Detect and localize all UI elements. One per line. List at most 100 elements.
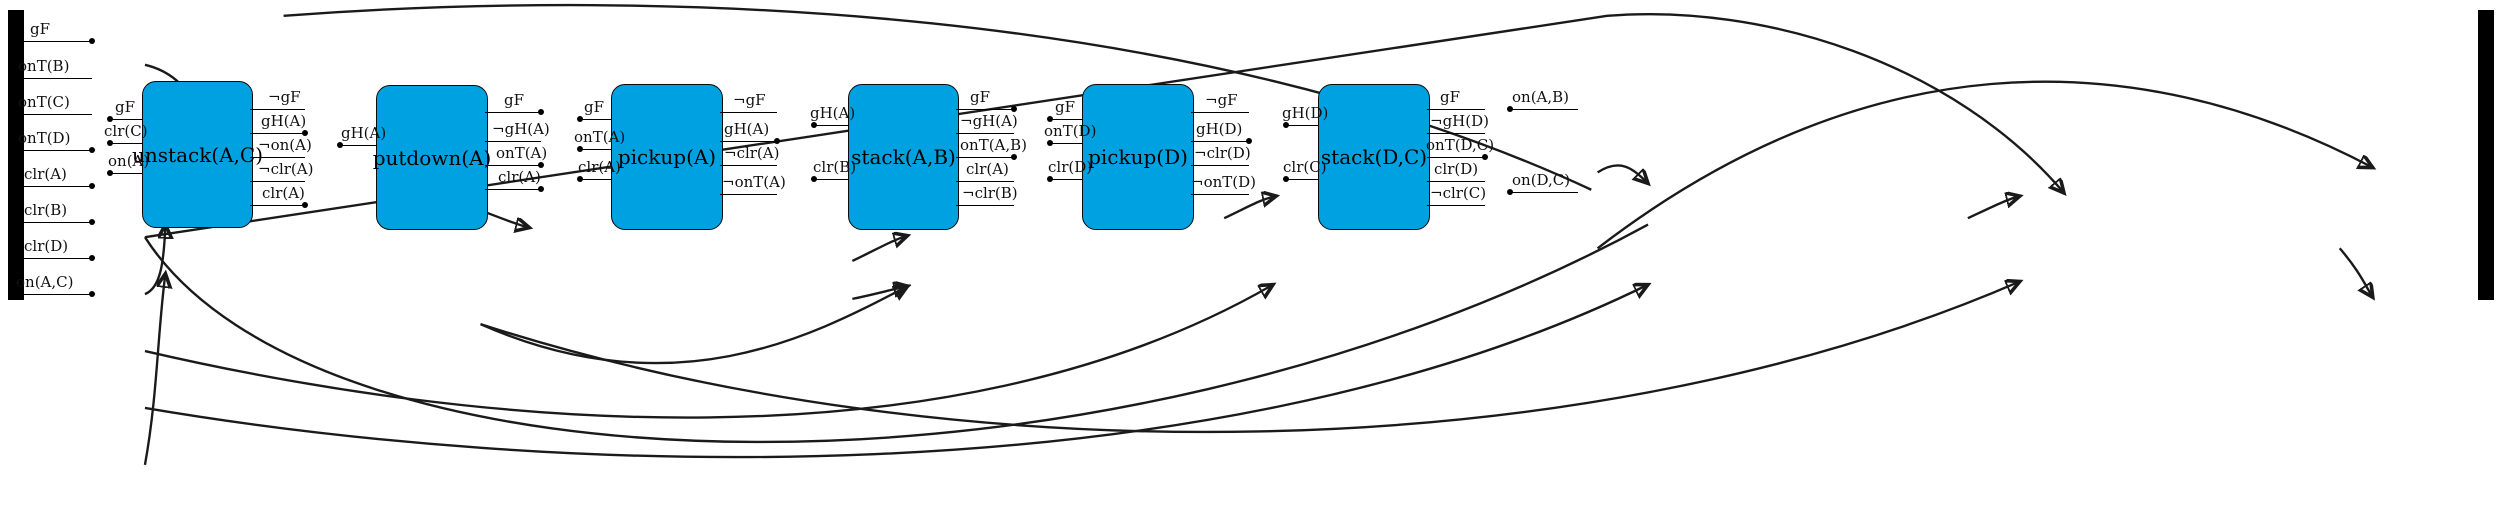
- edge-stackab-onab-goal: [1596, 80, 2373, 250]
- unstack-out-dot-1: [302, 130, 308, 136]
- unstack-in-port-0: [110, 119, 143, 120]
- unstack-out-label-1: gH(A): [261, 112, 307, 130]
- edge-long-ontd: [144, 12, 2064, 239]
- action-node-stack-ab[interactable]: stack(A,B): [848, 84, 959, 230]
- putdown-out-port-3: [485, 189, 541, 190]
- edge-pickupd-ghd-stackdc: [1967, 196, 2020, 220]
- stackdc-out-label-0: gF: [1440, 88, 1461, 106]
- putdown-in-label-0: gH(A): [341, 124, 387, 142]
- putdown-in-dot-0: [337, 142, 343, 148]
- stackab-out-dot-0: [1011, 106, 1017, 112]
- action-label-stack-ab: stack(A,B): [851, 145, 956, 169]
- unstack-in-dot-2: [107, 170, 113, 176]
- edge-putdown-onta-pickupa: [851, 236, 907, 262]
- action-node-pickup-a[interactable]: pickup(A): [611, 84, 723, 230]
- init-port-2: [24, 114, 92, 115]
- edge-putdown-clra-pickupa: [852, 286, 907, 301]
- stackab-in-port-1: [814, 179, 849, 180]
- pickupd-out-label-3: ¬onT(D): [1191, 173, 1256, 191]
- pickupa-in-dot-1: [577, 146, 583, 152]
- stackdc-out-label-2: onT(D,C): [1426, 136, 1495, 154]
- stackdc-out-label-4: ¬clr(C): [1430, 184, 1487, 202]
- pickupd-out-dot-1: [1246, 138, 1252, 144]
- unstack-out-port-3: [250, 181, 305, 182]
- pickupd-out-label-2: ¬clr(D): [1194, 144, 1251, 162]
- stackab-out-port-3: [956, 181, 1014, 182]
- stackdc-out-label-1: ¬gH(D): [1430, 112, 1489, 130]
- action-node-pickup-d[interactable]: pickup(D): [1082, 84, 1194, 230]
- putdown-out-label-1: ¬gH(A): [492, 120, 550, 138]
- pickupa-out-label-1: gH(A): [724, 120, 770, 138]
- pickupd-in-port-2: [1050, 179, 1083, 180]
- unstack-in-label-2: on(A): [108, 152, 150, 170]
- action-node-unstack[interactable]: unstack(A,C): [132, 81, 263, 228]
- action-node-stack-dc[interactable]: stack(D,C): [1318, 84, 1430, 230]
- action-node-putdown[interactable]: putdown(A): [373, 85, 491, 230]
- stackab-out-label-4: ¬clr(B): [962, 184, 1018, 202]
- stackdc-out-port-2: [1427, 157, 1485, 158]
- pickupa-in-port-2: [580, 179, 612, 180]
- init-port-6: [24, 258, 92, 259]
- unstack-in-port-2: [110, 173, 143, 174]
- init-dot-7: [89, 291, 95, 297]
- pickupd-out-port-3: [1191, 194, 1249, 195]
- stackdc-out-label-3: clr(D): [1434, 160, 1479, 178]
- edge-pickupa-gha-stackab: [1223, 196, 1276, 220]
- stackab-out-label-3: clr(A): [966, 160, 1009, 178]
- pickupa-out-dot-1: [774, 138, 780, 144]
- unstack-in-port-1: [110, 143, 143, 144]
- edge-init-onac-unstack: [143, 274, 165, 466]
- init-label-5: clr(B): [24, 201, 68, 219]
- stackab-in-dot-1: [811, 176, 817, 182]
- edge-init-clrb-stackab: [144, 285, 1273, 419]
- unstack-out-label-2: ¬on(A): [258, 136, 312, 154]
- init-port-0: [24, 41, 92, 42]
- pickupd-in-dot-0: [1047, 116, 1053, 122]
- pickupa-out-port-1: [720, 141, 777, 142]
- stackab-in-label-0: gH(A): [810, 104, 856, 122]
- init-port-3: [24, 150, 92, 151]
- pickupa-in-dot-2: [577, 176, 583, 182]
- stackdc-out-port-1: [1427, 133, 1485, 134]
- putdown-out-port-1: [485, 141, 541, 142]
- unstack-out-port-2: [250, 157, 305, 158]
- pickupd-in-port-0: [1050, 119, 1083, 120]
- init-label-6: clr(D): [24, 237, 69, 255]
- init-dot-0: [89, 38, 95, 44]
- putdown-out-port-0: [485, 112, 541, 113]
- init-label-1: onT(B): [18, 57, 70, 75]
- goal-port-1: [1510, 192, 1578, 193]
- unstack-in-label-0: gF: [115, 98, 136, 116]
- stackdc-out-port-3: [1427, 181, 1485, 182]
- unstack-out-port-4: [250, 205, 305, 206]
- putdown-out-label-2: onT(A): [496, 144, 548, 162]
- init-label-0: gF: [30, 20, 51, 38]
- init-label-7: on(A,C): [16, 273, 74, 291]
- pickupa-out-port-3: [720, 194, 777, 195]
- unstack-out-dot-4: [302, 202, 308, 208]
- unstack-in-dot-0: [107, 116, 113, 122]
- goal-state-bar: [2478, 10, 2494, 300]
- goal-label-0: on(A,B): [1512, 88, 1570, 106]
- stackab-out-label-2: onT(A,B): [960, 136, 1028, 154]
- pickupd-in-label-2: clr(D): [1048, 158, 1093, 176]
- pickupa-in-port-0: [580, 119, 612, 120]
- pickupa-out-port-2: [720, 165, 777, 166]
- edge-init-clrd-pickupd: [144, 285, 1648, 459]
- putdown-out-label-3: clr(A): [498, 168, 541, 186]
- unstack-in-dot-1: [107, 140, 113, 146]
- pickupd-in-label-0: gF: [1055, 98, 1076, 116]
- stackdc-in-label-1: clr(C): [1283, 158, 1327, 176]
- stackdc-in-port-1: [1286, 179, 1319, 180]
- stackab-out-label-1: ¬gH(A): [960, 112, 1018, 130]
- unstack-out-label-0: ¬gF: [268, 88, 301, 106]
- action-label-pickup-a: pickup(A): [617, 145, 717, 169]
- stackab-out-port-2: [956, 157, 1014, 158]
- init-dot-5: [89, 219, 95, 225]
- unstack-out-port-0: [250, 109, 305, 110]
- action-label-stack-dc: stack(D,C): [1320, 145, 1428, 169]
- putdown-out-dot-2: [538, 162, 544, 168]
- action-label-unstack: unstack(A,C): [132, 142, 264, 167]
